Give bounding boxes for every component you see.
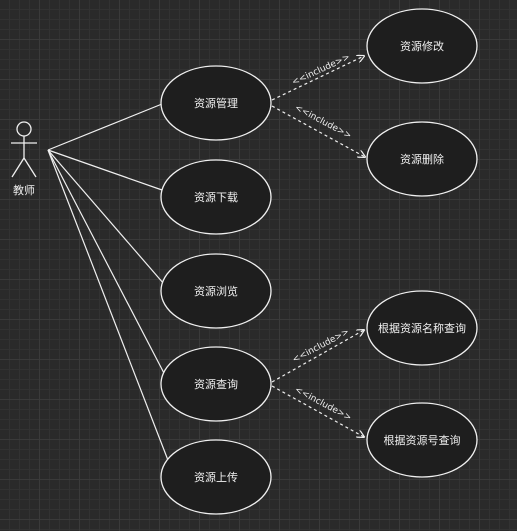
usecase-download-label: 资源下载 (194, 190, 238, 204)
usecase-download[interactable]: 资源下载 (160, 159, 272, 235)
usecase-manage-label: 资源管理 (194, 96, 238, 110)
usecase-query-by-number-label: 根据资源号查询 (384, 433, 461, 447)
usecase-query[interactable]: 资源查询 (160, 346, 272, 422)
actor-teacher[interactable]: 教师 (11, 121, 37, 197)
include-label-query-name: <<include>> (291, 327, 351, 365)
association-manage (47, 103, 163, 151)
association-browse (47, 149, 165, 285)
usecase-modify-label: 资源修改 (400, 39, 444, 53)
include-arrow-query-name (271, 330, 364, 383)
actor-right-leg (23, 157, 37, 178)
actor-left-leg (11, 157, 25, 178)
usecase-delete[interactable]: 资源删除 (366, 121, 478, 197)
usecase-browse[interactable]: 资源浏览 (160, 253, 272, 329)
usecase-query-by-name-label: 根据资源名称查询 (378, 321, 466, 335)
usecase-upload-label: 资源上传 (194, 470, 238, 484)
association-download (47, 149, 163, 191)
actor-head (16, 121, 32, 137)
usecase-query-by-name[interactable]: 根据资源名称查询 (366, 290, 478, 366)
usecase-upload[interactable]: 资源上传 (160, 439, 272, 515)
include-label-modify: <<include>> (291, 52, 352, 88)
usecase-delete-label: 资源删除 (400, 152, 444, 166)
association-upload (47, 149, 172, 469)
usecase-browse-label: 资源浏览 (194, 284, 238, 298)
usecase-manage[interactable]: 资源管理 (160, 65, 272, 141)
usecase-query-label: 资源查询 (194, 377, 238, 391)
actor-label: 教师 (13, 184, 35, 197)
include-label-query-number: <<include>> (293, 385, 353, 423)
usecase-query-by-number[interactable]: 根据资源号查询 (366, 402, 478, 478)
usecase-modify[interactable]: 资源修改 (366, 8, 478, 84)
include-label-delete: <<include>> (293, 103, 353, 141)
include-arrow-modify (271, 56, 364, 101)
include-arrow-query-number (271, 385, 364, 437)
association-query (47, 149, 167, 378)
